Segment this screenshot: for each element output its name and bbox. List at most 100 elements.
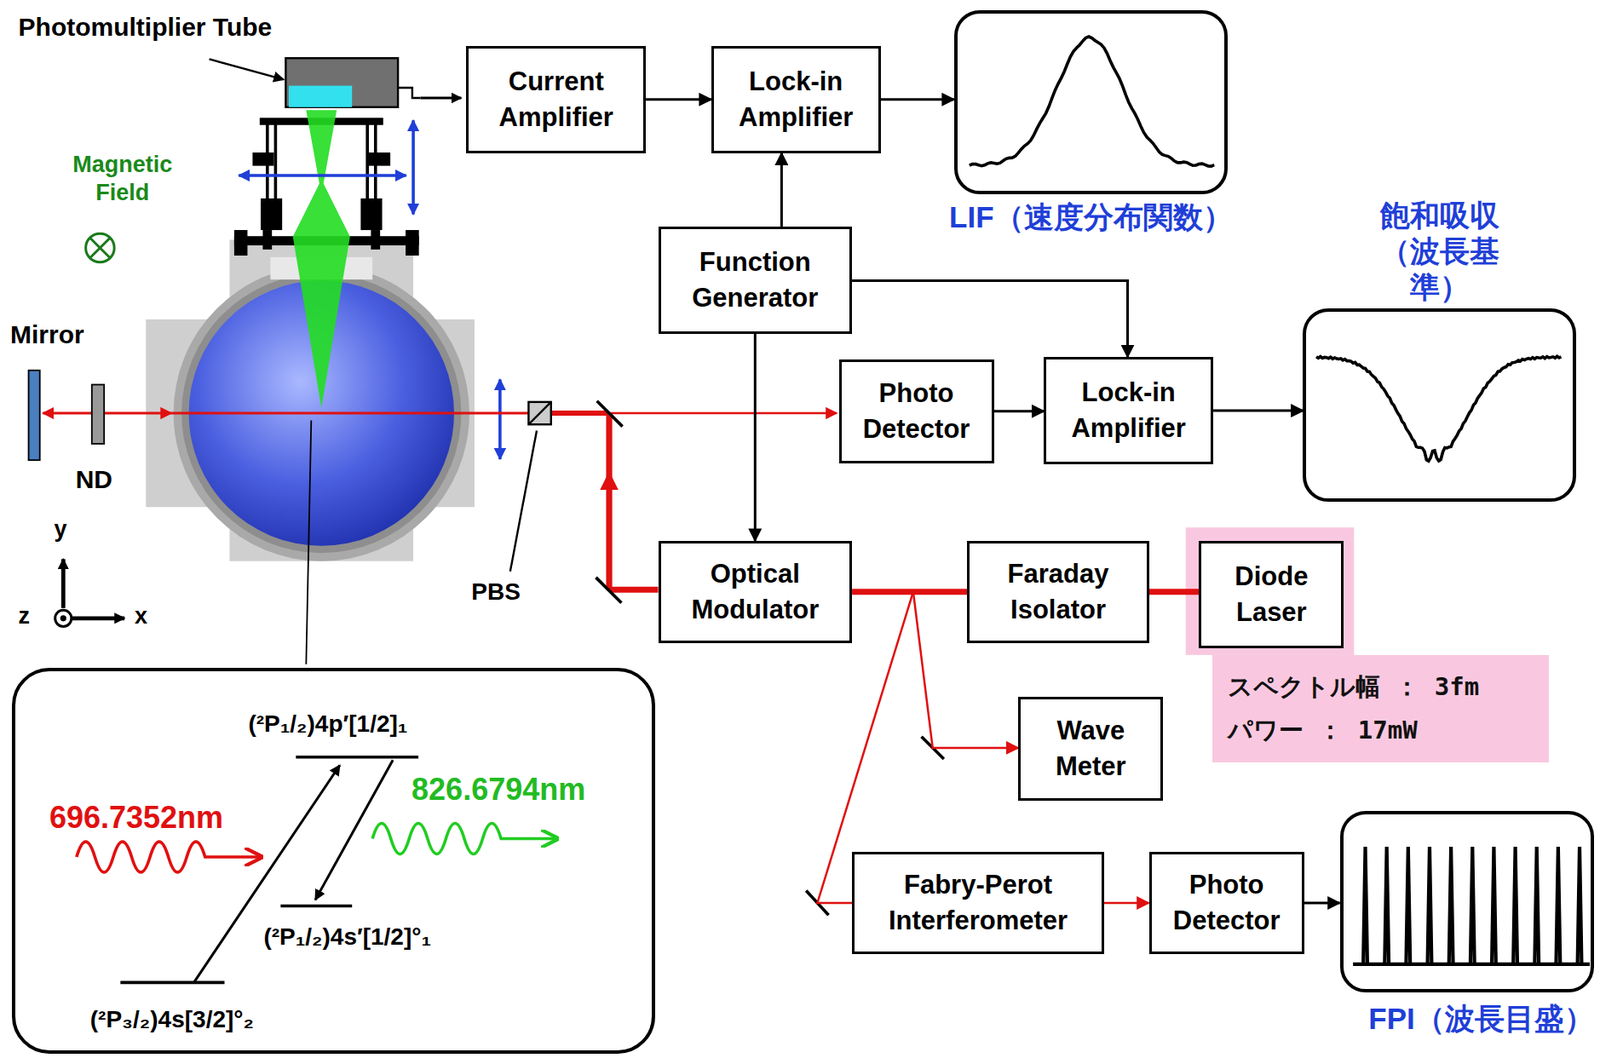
process-box: Current Amplifier <box>466 46 646 154</box>
nd-filter <box>92 385 104 444</box>
photomultiplier-tube <box>285 57 398 107</box>
excitation-wave <box>76 841 262 873</box>
box-label: Photo Detector <box>1158 867 1295 939</box>
part-label: Photomultiplier Tube <box>18 11 274 43</box>
drawing-rect <box>253 153 274 166</box>
box-label: Faraday Isolator <box>976 556 1140 628</box>
leader-line <box>305 420 311 664</box>
process-box: Diode Laser <box>1198 541 1344 649</box>
box-label: Wave Meter <box>1027 713 1154 785</box>
process-box: Lock-in Amplifier <box>711 46 881 154</box>
signal-panel: 飽和吸収 （波長基準） <box>1302 308 1577 503</box>
process-box: Function Generator <box>658 226 853 334</box>
lif-curve <box>969 36 1215 167</box>
fluorescence-cone <box>293 109 351 409</box>
signal-connector <box>780 153 783 227</box>
panel-heading: 飽和吸収 （波長基準） <box>1356 197 1524 306</box>
box-label: Lock-in Amplifier <box>720 63 872 136</box>
photocathode <box>288 86 352 108</box>
level-label: (²P₃/₂)4s[3/2]°₂ <box>90 1006 254 1034</box>
energy-inset: (²P₁/₂)4p′[1/2]₁ 696.7352nm 826.6794nm (²P₁… <box>11 667 656 1054</box>
process-box: Lock-in Amplifier <box>1043 356 1214 465</box>
drawing-line <box>274 120 278 199</box>
box-label: Photo Detector <box>848 375 985 448</box>
drawing-rect <box>263 230 272 250</box>
mirror <box>597 401 623 427</box>
drawing-rect <box>261 199 283 231</box>
process-box: Optical Modulator <box>658 541 853 644</box>
laser-beam <box>609 412 837 415</box>
fpi-fringes <box>1352 846 1590 965</box>
drawing-line <box>315 759 393 900</box>
laser-beam <box>171 412 536 415</box>
drawing-rect <box>371 230 380 250</box>
beam-arrow <box>599 471 619 490</box>
drawing-line <box>71 615 125 621</box>
signal-connector <box>645 97 712 101</box>
panel-heading: FPI（波長目盛） <box>1368 1001 1594 1037</box>
box-label: Diode Laser <box>1208 558 1335 631</box>
box-label: Optical Modulator <box>667 556 844 628</box>
polarization-arrow <box>498 379 502 460</box>
signal-connector <box>851 280 1128 357</box>
signal-panel: FPI（波長目盛） <box>1340 811 1595 993</box>
part-label: Magnetic Field <box>56 150 190 207</box>
signal-connector <box>753 333 757 542</box>
drawing-g <box>969 36 1590 965</box>
mirror <box>595 577 622 604</box>
leader-line <box>209 58 284 80</box>
box-label: スペクトル幅 ： 3fm <box>1227 665 1534 709</box>
level-label: (²P₁/₂)4p′[1/2]₁ <box>247 710 408 738</box>
level-label: 826.6794nm <box>411 771 586 807</box>
process-box: Photo Detector <box>839 359 995 464</box>
motion-arrow <box>238 173 406 178</box>
drawing-rect <box>234 230 247 256</box>
axes <box>55 558 125 627</box>
level-label: (²P₁/₂)4s′[1/2]°₁ <box>263 923 432 951</box>
pbs <box>528 402 551 425</box>
box-label: Fabry-Perot Interferometer <box>861 867 1095 939</box>
motion-arrow <box>411 120 415 214</box>
signal-connector <box>1213 409 1303 413</box>
drawing-line <box>280 904 352 909</box>
drawing-line <box>89 237 110 259</box>
process-box: Fabry-Perot Interferometer <box>851 851 1105 955</box>
drawing-line <box>295 755 419 760</box>
drawing-line <box>365 120 369 199</box>
laser-beam <box>609 587 658 593</box>
drawing-rect <box>361 199 382 231</box>
drawing-line <box>120 981 225 985</box>
signal-connector <box>1304 902 1341 905</box>
leader-line <box>510 430 537 571</box>
drawing-circle <box>55 610 72 627</box>
mirror <box>28 370 41 461</box>
part-label: PBS <box>471 577 521 607</box>
pbs <box>528 402 551 425</box>
part-label: x <box>134 602 148 630</box>
drawing-rect <box>406 230 419 256</box>
laser-beam <box>605 413 612 590</box>
drawing-line <box>61 558 66 608</box>
part-label: Mirror <box>10 319 85 351</box>
drawing-line <box>89 237 110 259</box>
process-box: Faraday Isolator <box>966 541 1149 644</box>
drawing-rect <box>369 153 391 166</box>
signal-panel: LIF（速度分布関数） <box>954 10 1228 195</box>
level-label: 696.7352nm <box>49 800 224 835</box>
process-box: Wave Meter <box>1018 696 1163 801</box>
part-label: ND <box>75 464 113 495</box>
part-label: z <box>18 602 31 630</box>
pmt-signal <box>420 96 461 99</box>
highlight <box>1185 527 1355 656</box>
laser-beam <box>42 412 172 415</box>
box-label: パワー ： 17mW <box>1227 708 1534 753</box>
process-box: Photo Detector <box>1149 851 1305 955</box>
box-label: Function Generator <box>667 244 844 317</box>
part-label: y <box>53 515 67 543</box>
panel-heading: LIF（速度分布関数） <box>949 199 1232 236</box>
signal-connector <box>994 409 1045 413</box>
box-label: Lock-in Amplifier <box>1053 374 1204 447</box>
beam-connector <box>1104 902 1150 905</box>
